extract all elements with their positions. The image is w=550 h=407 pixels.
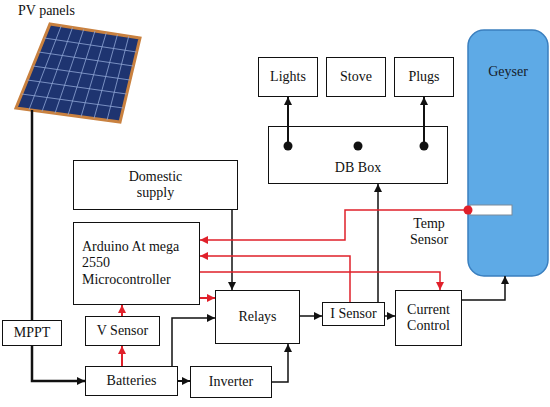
load-box: Lights — [258, 57, 318, 97]
sensor-label: Temp Sensor — [398, 216, 460, 248]
power-wire — [178, 380, 190, 382]
node-text: Geyser — [488, 64, 528, 80]
geyser-tank — [468, 30, 548, 276]
node-text: Plugs — [408, 69, 439, 85]
power-wire — [377, 184, 379, 302]
geyser-tank-node: Geyser — [468, 30, 548, 276]
power-wire — [32, 346, 85, 381]
node-text: I Sensor — [330, 306, 376, 322]
storage-box: Batteries — [85, 366, 178, 396]
signal-wire — [200, 272, 440, 290]
node-text: Batteries — [107, 373, 157, 389]
cell-line — [44, 38, 136, 52]
power-wire — [300, 315, 322, 317]
power-wire — [272, 344, 288, 382]
cell-line — [27, 80, 126, 94]
node-text: Domestic supply — [111, 169, 201, 201]
signal-wire — [200, 297, 215, 299]
process-box: Inverter — [190, 366, 272, 398]
load-box: Plugs — [394, 57, 454, 97]
node-text: Arduino At mega 2550 Microcontroller — [82, 239, 182, 287]
cell-line — [33, 66, 130, 80]
node-text: Current Control — [400, 302, 458, 334]
solar-panel — [16, 24, 140, 122]
power-wire — [462, 276, 505, 300]
cell-line — [22, 94, 124, 108]
sensor-probe — [470, 205, 512, 215]
panel-lead — [31, 110, 34, 126]
node-text: V Sensor — [97, 323, 148, 339]
power-wire — [385, 315, 395, 317]
pv-panel-node: PV panels — [8, 2, 148, 126]
process-box: Current Control — [395, 290, 462, 346]
node-text: MPPT — [14, 325, 51, 341]
power-wire — [423, 97, 425, 126]
node-text: DB Box — [335, 160, 381, 176]
terminal-lead — [423, 126, 425, 146]
signal-wire — [121, 346, 123, 366]
power-wire — [172, 318, 215, 366]
node-text: Inverter — [209, 374, 253, 390]
power-wire — [231, 210, 233, 290]
node-text: PV panels — [18, 3, 75, 19]
terminal-lead — [287, 126, 289, 146]
node-text: Lights — [270, 69, 306, 85]
solar-panel-illustration — [16, 24, 140, 126]
process-box: MPPT — [2, 320, 62, 346]
power-wire — [31, 126, 34, 320]
power-wire — [287, 97, 289, 126]
process-box: Relays — [215, 290, 300, 344]
sensor-box: I Sensor — [322, 302, 385, 326]
process-box: Domestic supply — [73, 160, 238, 210]
cell-line — [39, 52, 134, 66]
load-box: Stove — [326, 57, 386, 97]
solar-cell-grid — [22, 26, 137, 121]
terminal-dot — [354, 142, 363, 151]
microcontroller-box: Arduino At mega 2550 Microcontroller — [73, 222, 200, 305]
signal-wire — [121, 305, 123, 316]
sensor-box: V Sensor — [85, 316, 160, 346]
node-text: Relays — [238, 309, 276, 325]
distribution-box: DB Box — [268, 126, 448, 184]
node-text: Stove — [340, 69, 372, 85]
